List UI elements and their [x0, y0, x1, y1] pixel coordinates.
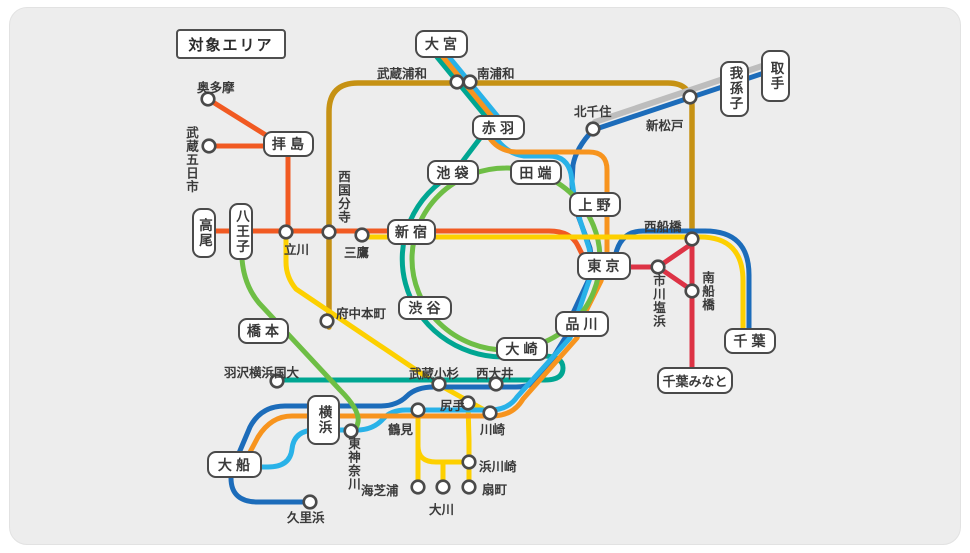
- station-box-ueno: 上野: [569, 192, 621, 217]
- station-label-mitaka: 三鷹: [344, 246, 370, 260]
- station-label-kita-senju: 北千住: [574, 105, 612, 119]
- station-box-abiko: 我孫子: [720, 61, 749, 117]
- station-box-hashimoto: 橋本: [238, 318, 289, 344]
- station-box-tokyo: 東京: [577, 252, 631, 280]
- station-node-okawa: [435, 479, 451, 495]
- station-label-higashi-kanagawa: 東神奈川: [346, 437, 360, 491]
- station-label-nishi-funabashi: 西船橋: [644, 220, 682, 234]
- station-node-shitte: [460, 395, 476, 411]
- target-area-title: 対象エリア: [188, 36, 274, 54]
- station-label-musashi-itsukaichi: 武蔵五日市: [184, 126, 198, 194]
- station-label-musashi-urawa: 武蔵浦和: [377, 67, 428, 81]
- station-node-kawasaki: [482, 405, 498, 421]
- station-node-minami-funabashi: [684, 283, 700, 299]
- station-box-akabane: 赤羽: [472, 115, 525, 140]
- station-label-nishi-oi: 西大井: [476, 367, 514, 381]
- station-box-chiba-minato: 千葉みなと: [657, 367, 733, 394]
- station-label-okutama: 奥多摩: [197, 81, 235, 95]
- station-label-kurihama: 久里浜: [287, 511, 325, 525]
- station-box-omiya: 大宮: [415, 30, 468, 58]
- station-label-ichikawa-shiohama: 市川塩浜: [651, 274, 665, 328]
- station-label-shitte: 尻手: [440, 399, 466, 413]
- station-node-umi-shibaura: [410, 479, 426, 495]
- station-label-umi-shibaura: 海芝浦: [361, 484, 399, 498]
- station-box-ikebukuro: 池袋: [427, 160, 479, 185]
- station-box-toride: 取手: [761, 50, 790, 102]
- station-node-shim-matsudo: [682, 89, 698, 105]
- station-node-mitaka: [354, 227, 370, 243]
- station-node-kurihama: [302, 494, 318, 510]
- station-node-nishi-oi: [488, 376, 504, 392]
- station-box-shinagawa: 品川: [555, 311, 609, 337]
- station-node-higashi-kanagawa: [343, 423, 359, 439]
- station-label-musashi-kosugi: 武蔵小杉: [409, 367, 460, 381]
- target-area-title-box: 対象エリア: [176, 29, 286, 59]
- station-box-tabata: 田端: [510, 160, 562, 185]
- station-box-takao: 高尾: [192, 208, 216, 258]
- station-label-hazawa-yokohama-kokudai: 羽沢横浜国大: [224, 366, 300, 380]
- station-label-tachikawa: 立川: [284, 243, 310, 257]
- station-label-nishi-kokubunji: 西国分寺: [336, 170, 350, 224]
- station-node-okutama: [200, 91, 216, 107]
- station-label-minami-funabashi: 南船橋: [700, 271, 714, 312]
- station-label-hama-kawasaki: 浜川崎: [479, 460, 517, 474]
- station-box-ofuna: 大船: [207, 451, 262, 478]
- station-node-hazawa-yokohama-kokudai: [269, 373, 285, 389]
- station-box-shibuya: 渋谷: [398, 296, 452, 320]
- station-box-hachioji: 八王子: [229, 203, 253, 260]
- station-label-ogimachi: 扇町: [482, 483, 508, 497]
- station-node-fuchu-hommachi: [319, 313, 335, 329]
- station-label-shim-matsudo: 新松戸: [646, 119, 684, 133]
- map-panel: [9, 7, 961, 545]
- keiyo-line: [624, 240, 695, 371]
- station-box-osaki: 大崎: [496, 337, 548, 361]
- station-node-musashi-itsukaichi: [201, 138, 217, 154]
- station-label-fuchu-hommachi: 府中本町: [336, 307, 387, 321]
- station-label-okawa: 大川: [429, 503, 455, 517]
- station-box-shinjuku: 新宿: [387, 219, 436, 245]
- nambu-tsurumi-line: [283, 230, 491, 489]
- station-node-ichikawa-shiohama: [650, 259, 666, 275]
- station-node-kita-senju: [585, 121, 601, 137]
- station-node-ogimachi: [461, 479, 477, 495]
- station-node-tsurumi: [410, 402, 426, 418]
- station-node-nishi-funabashi: [684, 231, 700, 247]
- station-node-nishi-kokubunji: [321, 224, 337, 240]
- station-label-tsurumi: 鶴見: [388, 423, 414, 437]
- station-box-chiba: 千葉: [724, 328, 776, 354]
- station-box-yokohama: 横浜: [307, 395, 340, 445]
- yokosuka-joban-rapid-line: [228, 68, 773, 505]
- station-node-tachikawa: [278, 224, 294, 240]
- station-box-haijima: 拝島: [263, 131, 314, 157]
- station-node-hama-kawasaki: [461, 454, 477, 470]
- sobu-line: [359, 234, 746, 333]
- station-node-musashi-kosugi: [431, 376, 447, 392]
- station-label-minami-urawa: 南浦和: [477, 67, 515, 81]
- station-node-minami-urawa: [462, 74, 478, 90]
- station-label-kawasaki: 川崎: [480, 423, 506, 437]
